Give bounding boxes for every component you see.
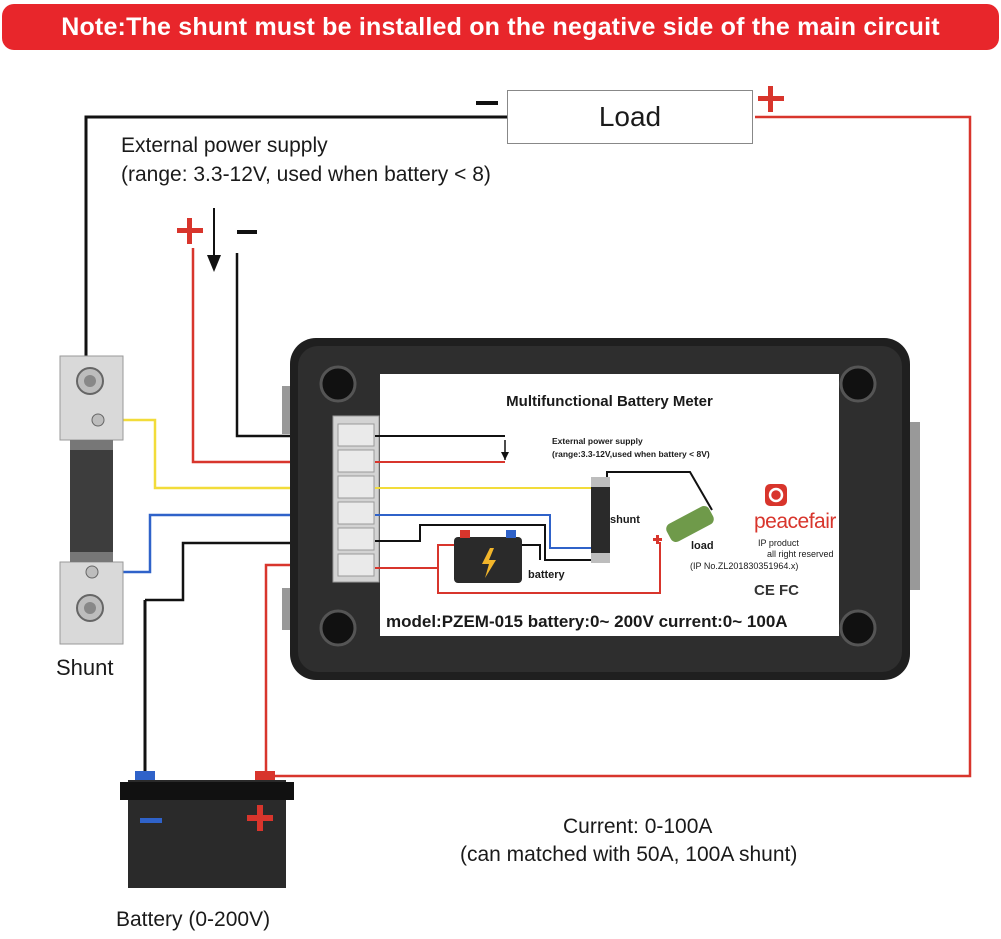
brand-rights: all right reserved <box>767 549 834 559</box>
note-text: Note:The shunt must be installed on the … <box>61 13 940 41</box>
ext-power-arrowhead <box>207 255 221 272</box>
yellow-sense-wire <box>102 418 350 490</box>
brand-ip-number: (IP No.ZL201830351964.x) <box>690 561 799 571</box>
main-positive-wire <box>266 115 972 778</box>
external-power-range: (range: 3.3-12V, used when battery < 8) <box>121 163 491 186</box>
polarity-symbols <box>177 86 784 244</box>
current-shunt-note: (can matched with 50A, 100A shunt) <box>460 843 798 866</box>
meter-battery-label: battery <box>528 569 565 581</box>
note-banner <box>2 4 999 50</box>
battery-icon <box>120 771 294 888</box>
certification-marks: CE FC <box>754 582 799 599</box>
brand-logo: peacefair <box>754 510 836 533</box>
meter-title: Multifunctional Battery Meter <box>506 393 713 410</box>
meter-shunt-label: shunt <box>610 514 640 526</box>
load-negative-wire <box>84 115 507 372</box>
external-power-label: External power supply <box>121 134 328 157</box>
brand-ip-product: IP product <box>758 538 799 548</box>
meter-eps-range: (range:3.3-12V,used when battery < 8V) <box>552 449 710 459</box>
load-box <box>507 90 753 144</box>
meter-model-spec: model:PZEM-015 battery:0~ 200V current:0… <box>386 612 788 631</box>
shunt-icon <box>59 355 124 645</box>
black-sense-wire <box>145 541 350 602</box>
panel-schematic <box>375 435 787 594</box>
load-label: Load <box>598 101 662 132</box>
shunt-label: Shunt <box>56 655 114 680</box>
battery-label: Battery (0-200V) <box>116 908 271 931</box>
meter-eps-label: External power supply <box>552 436 643 446</box>
meter-load-label: load <box>691 540 714 552</box>
current-label: Current: 0-100A <box>563 815 713 838</box>
